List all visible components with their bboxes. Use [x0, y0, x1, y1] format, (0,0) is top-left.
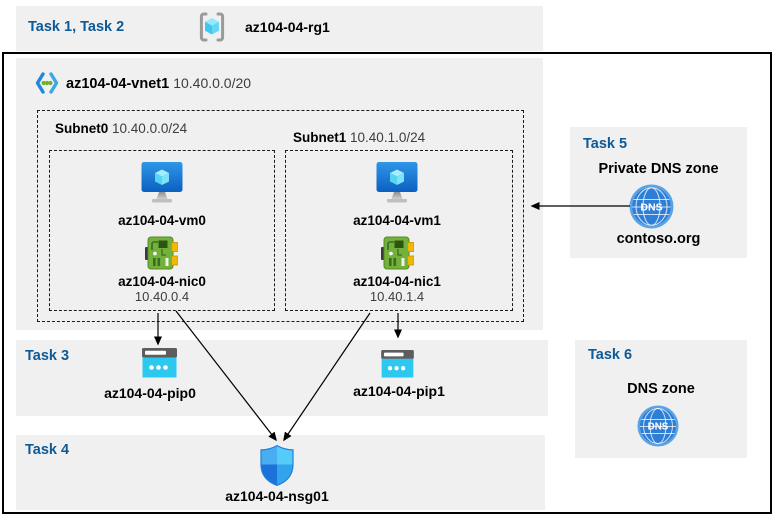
subnet1-name: Subnet1	[293, 130, 347, 145]
task4-label: Task 4	[25, 442, 70, 458]
dns-icon-text: DNS	[640, 202, 662, 214]
subnet0-label: Subnet0 10.40.0.0/24	[55, 121, 187, 136]
vm-icon	[376, 162, 418, 203]
nic1-ip: 10.40.1.4	[369, 289, 425, 304]
subnet0-cidr: 10.40.0.0/24	[112, 121, 188, 136]
vnet-label: az104-04-vnet1 10.40.0.0/20	[66, 75, 251, 92]
dns-zone-title: DNS zone	[627, 381, 695, 397]
nsg-shield-icon	[260, 445, 294, 486]
subnet0-box	[49, 150, 275, 311]
nic1-label: az104-04-nic1	[353, 274, 441, 289]
nsg-label: az104-04-nsg01	[225, 488, 329, 504]
nic0-label: az104-04-nic0	[118, 274, 206, 289]
diagram-border	[2, 52, 772, 514]
private-dns-zone-title: Private DNS zone	[598, 161, 719, 177]
task6-label: Task 6	[588, 347, 633, 363]
task6-panel: Task 6 DNS zone DNS	[575, 340, 747, 458]
vm0-label: az104-04-vm0	[118, 213, 206, 228]
vnet-name: az104-04-vnet1	[66, 76, 170, 92]
pip1-label: az104-04-pip1	[353, 383, 445, 399]
task12-band: Task 1, Task 2 az104-04-rg1	[16, 6, 543, 51]
public-ip-icon	[142, 348, 177, 378]
pip0-label: az104-04-pip0	[104, 385, 196, 401]
nic0-ip: 10.40.0.4	[134, 289, 190, 304]
task12-label: Task 1, Task 2	[28, 19, 125, 35]
private-dns-zone-icon: DNS	[629, 184, 674, 229]
subnet1-label: Subnet1 10.40.1.0/24	[293, 130, 425, 145]
resource-group-icon	[199, 12, 225, 42]
subnet0-name: Subnet0	[55, 121, 109, 136]
virtual-network-icon	[35, 72, 59, 94]
vnet-box: az104-04-vnet1 10.40.0.0/20 Subnet0 10.4…	[16, 58, 543, 330]
task4-band: Task 4 az104-04-nsg01	[16, 435, 545, 510]
subnets-container-box	[37, 110, 524, 322]
vm1-label: az104-04-vm1	[353, 213, 441, 228]
task3-band: Task 3 az104-04-pip0 az104-04-pip1	[16, 340, 548, 416]
task5-panel: Task 5 Private DNS zone DNS contoso.org	[570, 127, 747, 258]
subnet1-cidr: 10.40.1.0/24	[350, 130, 426, 145]
vnet-cidr: 10.40.0.0/20	[173, 75, 252, 91]
public-ip-icon	[381, 350, 414, 378]
vm-icon	[141, 162, 183, 203]
dns-icon-text: DNS	[648, 422, 669, 433]
nic-icon	[381, 236, 414, 270]
resource-group-name: az104-04-rg1	[245, 19, 330, 35]
subnet1-box	[285, 150, 513, 311]
task5-label: Task 5	[583, 136, 628, 152]
private-dns-zone-name: contoso.org	[616, 231, 701, 247]
task3-label: Task 3	[25, 348, 70, 364]
dns-zone-icon: DNS	[637, 405, 679, 447]
nic-icon	[145, 236, 178, 270]
